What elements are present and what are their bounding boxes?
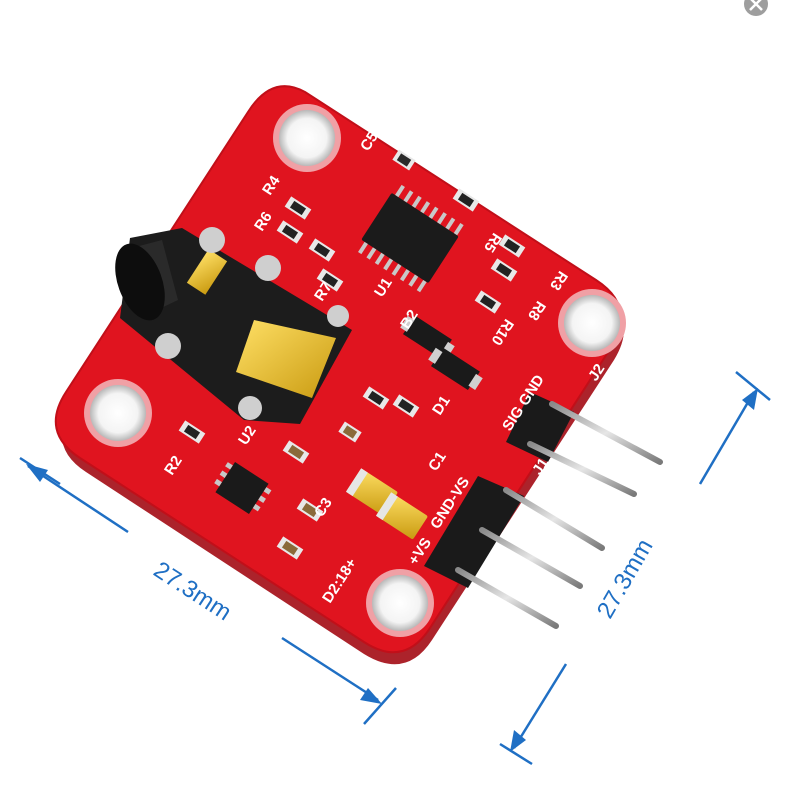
mounting-hole-top [273, 104, 341, 172]
label-j1: J1 [529, 455, 552, 478]
smd-components [178, 149, 526, 560]
mounting-hole-bottom [366, 569, 434, 637]
header-j1 [424, 476, 605, 629]
mounting-hole-right [558, 289, 626, 357]
ic-chip-u1 [358, 184, 464, 293]
header-j2 [506, 392, 663, 497]
ic-chip-u2 [214, 462, 272, 514]
close-icon[interactable] [744, 0, 768, 16]
width-dimension-label: 27.3mm [149, 556, 236, 626]
mounting-hole-left [84, 379, 152, 447]
audio-jack [115, 227, 352, 424]
diode-d1 [428, 347, 483, 391]
label-j2: J2 [585, 361, 608, 384]
tantalum-capacitor-2 [375, 492, 428, 539]
